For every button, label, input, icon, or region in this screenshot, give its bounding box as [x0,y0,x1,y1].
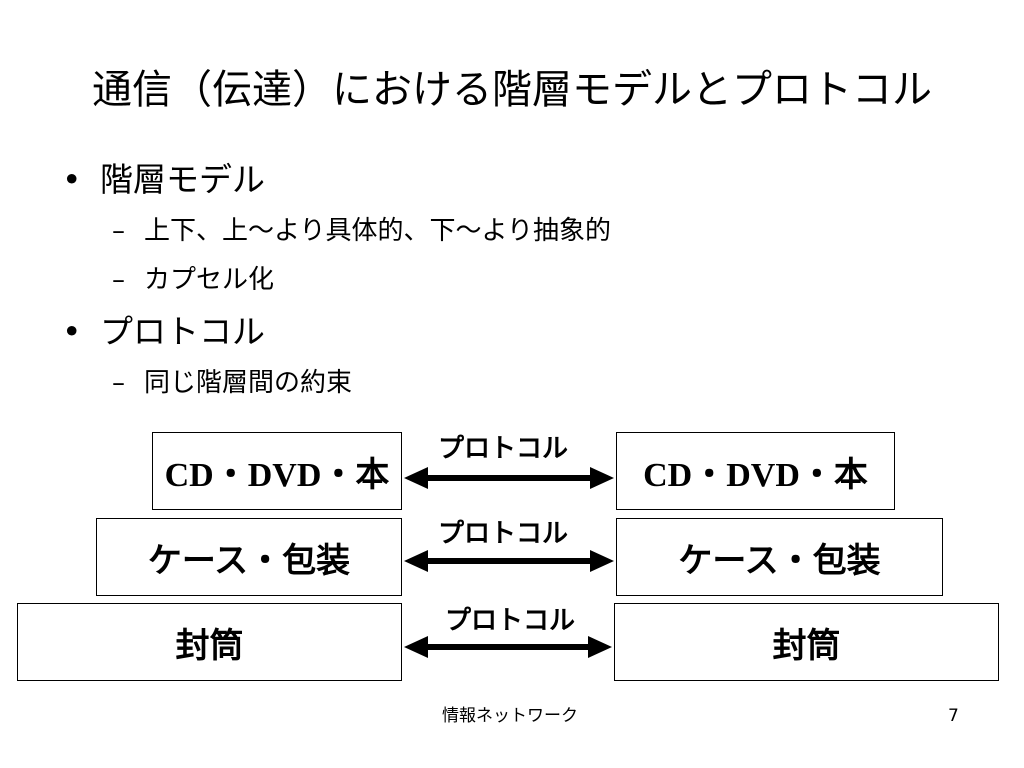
bullet-text: 階層モデル [100,160,265,199]
slide-title: 通信（伝達）における階層モデルとプロトコル [92,67,932,113]
layer-box-right: ケース・包装 [616,518,943,596]
bullet-list: •階層モデル –上下、上～より具体的、下～より抽象的 –カプセル化 •プロトコル… [62,158,611,401]
double-arrow-icon [404,467,614,489]
bullet-item: • プロトコル [62,310,265,354]
layer-label: 封筒 [772,625,841,666]
layer-label: 封筒 [175,625,244,666]
sub-bullet-marker: – [112,368,125,398]
layer-box-left: 封筒 [17,603,402,681]
layer-box-right: 封筒 [614,603,999,681]
protocol-label: プロトコル [438,519,569,549]
page-number: 7 [948,706,959,726]
bullet-item: • 階層モデル [62,158,265,202]
sub-bullet-text: 同じ階層間の約束 [144,368,353,398]
bullet-marker: • [62,312,82,351]
bullet-marker: • [62,160,82,199]
double-arrow-icon [404,636,612,658]
sub-bullet-text: 上下、上～より具体的、下～より抽象的 [144,216,611,246]
protocol-label: プロトコル [438,434,569,464]
double-arrow-icon [404,550,614,572]
layer-box-left: CD・DVD・本 [152,432,402,510]
sub-bullet-item: –上下、上～より具体的、下～より抽象的 [112,213,611,249]
layer-label: ケース・包装 [678,540,881,581]
sub-bullet-text: カプセル化 [144,265,275,295]
protocol-label: プロトコル [445,606,576,636]
layer-box-left: ケース・包装 [96,518,402,596]
layer-label: CD・DVD・本 [643,456,868,494]
footer-title: 情報ネットワーク [442,706,578,726]
bullet-text: プロトコル [100,312,265,351]
layer-box-right: CD・DVD・本 [616,432,895,510]
sub-bullet-item: –カプセル化 [112,262,274,298]
sub-bullet-marker: – [112,265,125,295]
sub-bullet-item: –同じ階層間の約束 [112,365,352,401]
layer-label: ケース・包装 [147,540,351,581]
sub-bullet-marker: – [112,216,125,246]
layer-label: CD・DVD・本 [164,456,390,494]
